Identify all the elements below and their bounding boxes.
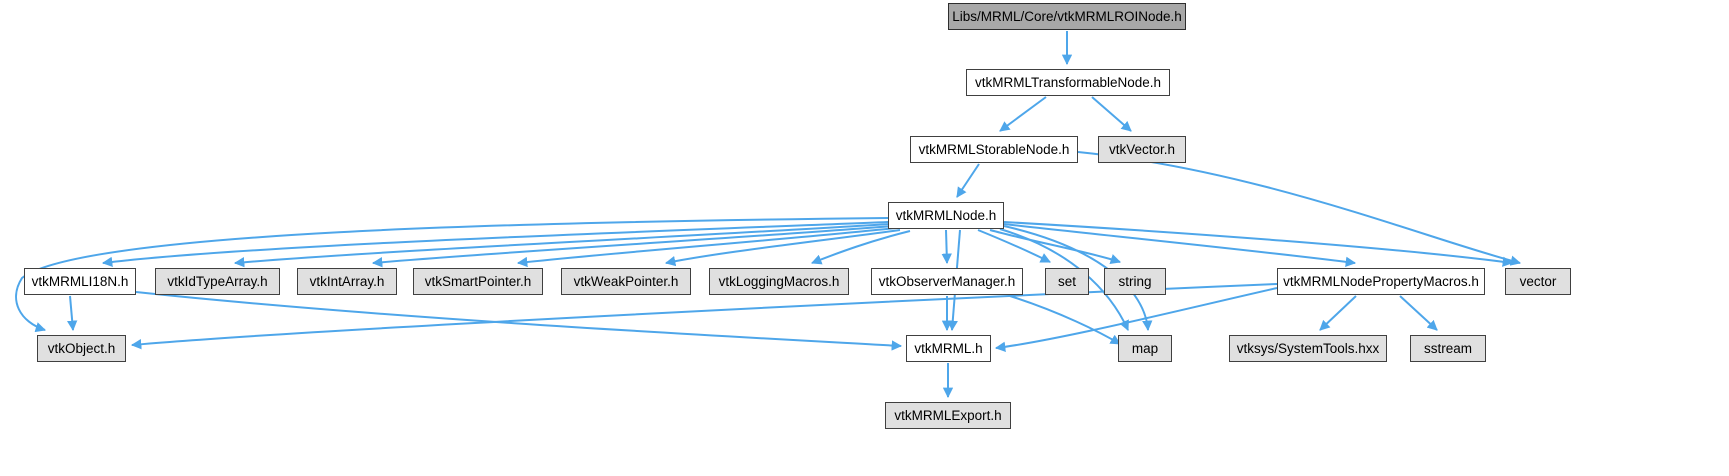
edge-i18n-vtkmrml	[135, 291, 903, 351]
graph-node-label: vtkVector.h	[1108, 141, 1176, 157]
edge-propmacros-sstream	[1399, 295, 1438, 331]
graph-node-root[interactable]: Libs/MRML/Core/vtkMRMLROINode.h	[948, 3, 1186, 30]
graph-node-vtkobject[interactable]: vtkObject.h	[37, 335, 126, 362]
edge-mrmlnode-set	[977, 229, 1051, 263]
graph-node-label: vtkWeakPointer.h	[573, 273, 679, 289]
graph-node-sstream[interactable]: sstream	[1410, 335, 1486, 362]
edge-propmacros-systemtools	[1319, 295, 1357, 331]
graph-node-label: sstream	[1423, 340, 1472, 356]
graph-node-label: vtkSmartPointer.h	[424, 273, 532, 289]
edge-mrmlnode-i18n	[101, 221, 889, 268]
graph-node-label: Libs/MRML/Core/vtkMRMLROINode.h	[952, 8, 1182, 24]
edge-mrmlnode-idtypearray	[233, 223, 891, 268]
graph-node-string[interactable]: string	[1104, 268, 1166, 295]
edge-mrmlnode-smartpointer	[516, 227, 897, 268]
graph-node-transformable[interactable]: vtkMRMLTransformableNode.h	[966, 69, 1170, 96]
edge-mrmlnode-propmacros	[1003, 223, 1357, 267]
edge-transformable-vtkvector	[1091, 96, 1132, 132]
graph-node-propmacros[interactable]: vtkMRMLNodePropertyMacros.h	[1277, 268, 1485, 295]
graph-node-label: vtkIdTypeArray.h	[167, 273, 268, 289]
graph-node-label: vtkObserverManager.h	[878, 273, 1016, 289]
graph-node-label: vtkMRMLTransformableNode.h	[974, 74, 1162, 90]
graph-node-weakpointer[interactable]: vtkWeakPointer.h	[561, 268, 691, 295]
graph-node-logging[interactable]: vtkLoggingMacros.h	[709, 268, 849, 295]
edge-mrmlnode-intarray	[371, 225, 894, 268]
graph-node-mrmlexport[interactable]: vtkMRMLExport.h	[885, 402, 1011, 429]
graph-node-label: vtkMRMLExport.h	[894, 407, 1002, 423]
graph-node-set[interactable]: set	[1045, 268, 1089, 295]
edge-mrmlnode-logging	[811, 230, 911, 265]
graph-node-label: string	[1118, 273, 1152, 289]
graph-node-systemtools[interactable]: vtksys/SystemTools.hxx	[1229, 335, 1387, 362]
edge-transformable-storable	[999, 96, 1047, 132]
edge-i18n-vtkobject	[66, 295, 78, 332]
graph-node-observer[interactable]: vtkObserverManager.h	[871, 268, 1023, 295]
edge-storable-mrmlnode	[956, 163, 980, 198]
graph-node-intarray[interactable]: vtkIntArray.h	[297, 268, 397, 295]
graph-node-vtkvector[interactable]: vtkVector.h	[1098, 136, 1186, 163]
graph-node-label: vector	[1519, 273, 1557, 289]
graph-node-label: vtkMRMLI18N.h	[31, 273, 129, 289]
edge-storable-vector	[1077, 151, 1522, 266]
graph-node-label: vtksys/SystemTools.hxx	[1236, 340, 1380, 356]
graph-node-label: vtkMRMLNode.h	[895, 207, 997, 223]
edge-mrmlnode-string	[989, 229, 1121, 264]
graph-node-i18n[interactable]: vtkMRMLI18N.h	[24, 268, 136, 295]
graph-node-label: set	[1057, 273, 1076, 289]
edge-observer-map	[1009, 295, 1121, 345]
graph-node-label: vtkIntArray.h	[309, 273, 385, 289]
edge-mrmlnode-weakpointer	[664, 229, 901, 267]
graph-node-label: vtkMRMLStorableNode.h	[918, 141, 1070, 157]
graph-node-mrmlnode[interactable]: vtkMRMLNode.h	[888, 202, 1004, 229]
graph-node-label: vtkMRML.h	[914, 340, 983, 356]
graph-node-storable[interactable]: vtkMRMLStorableNode.h	[910, 136, 1078, 163]
graph-node-label: vtkObject.h	[47, 340, 116, 356]
edge-mrmlnode-observer	[941, 229, 952, 265]
graph-node-idtypearray[interactable]: vtkIdTypeArray.h	[155, 268, 280, 295]
graph-node-map[interactable]: map	[1118, 335, 1172, 362]
graph-node-smartpointer[interactable]: vtkSmartPointer.h	[413, 268, 543, 295]
edge-mrmlnode-vector	[1003, 221, 1514, 267]
graph-node-label: vtkMRMLNodePropertyMacros.h	[1283, 273, 1479, 289]
graph-node-vector[interactable]: vector	[1505, 268, 1571, 295]
graph-node-label: vtkLoggingMacros.h	[718, 273, 840, 289]
graph-node-label: map	[1131, 340, 1159, 356]
graph-node-vtkmrml[interactable]: vtkMRML.h	[906, 335, 991, 362]
